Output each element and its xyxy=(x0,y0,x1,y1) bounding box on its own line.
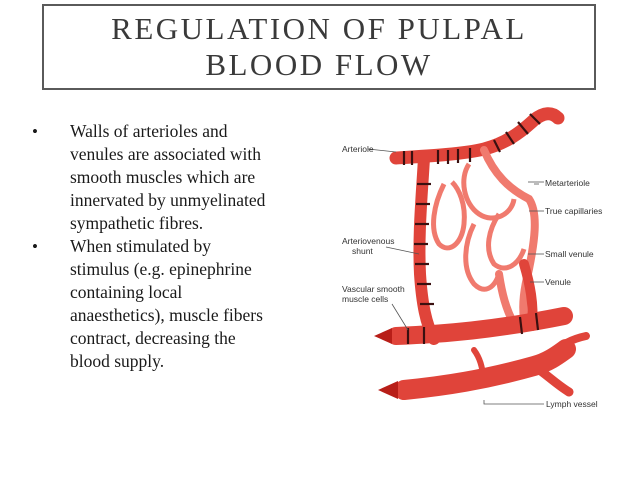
capillary-loop-4 xyxy=(463,222,502,292)
bullet-1-line-5: sympathetic fibres. xyxy=(70,213,204,233)
bullet-icon: • xyxy=(32,237,38,256)
metarteriole-vessel xyxy=(480,146,539,323)
slide-title-line-1: REGULATION OF PULPAL xyxy=(111,11,527,46)
lymph-vessel xyxy=(394,339,576,400)
lymph-branch-2 xyxy=(545,332,590,360)
label-metarteriole: Metarteriole xyxy=(545,178,590,188)
collecting-venule xyxy=(387,307,573,345)
slide-title-line-2: BLOOD FLOW xyxy=(205,47,433,82)
bullet-1-line-4: innervated by unmyelinated xyxy=(70,190,266,210)
bullet-2-line-5: contract, decreasing the xyxy=(70,328,236,348)
bullet-1-line-1: Walls of arterioles and xyxy=(70,121,228,141)
label-venule: Venule xyxy=(545,277,571,287)
lymph-branch-3 xyxy=(471,347,487,383)
label-vsmc-1: Vascular smooth xyxy=(342,284,405,294)
bullet-2-line-1: When stimulated by xyxy=(70,236,211,256)
bullet-1-line-2: venules are associated with xyxy=(70,144,261,164)
bullet-2-line-6: blood supply. xyxy=(70,351,165,371)
bullet-list: • Walls of arterioles and venules are as… xyxy=(32,120,322,373)
label-arteriole: Arteriole xyxy=(342,144,374,154)
bullet-icon: • xyxy=(32,122,38,141)
bullet-2-line-3: containing local xyxy=(70,282,183,302)
bullet-item-2: • When stimulated by stimulus (e.g. epin… xyxy=(32,235,322,373)
bullet-2-line-4: anaesthetics), muscle fibers xyxy=(70,305,263,325)
label-lymph-vessel: Lymph vessel xyxy=(546,399,598,409)
label-true-capillaries: True capillaries xyxy=(545,206,602,216)
bullet-1-line-3: smooth muscles which are xyxy=(70,167,256,187)
label-lines xyxy=(367,148,544,405)
arteriole-branch xyxy=(413,152,440,345)
microcirculation-diagram: Arteriole Metarteriole True capillaries … xyxy=(334,104,608,430)
label-av-shunt-1: Arteriovenous xyxy=(342,236,394,246)
capillary-loop-2 xyxy=(461,162,517,221)
capillary-loop-1 xyxy=(431,180,467,251)
outflow-arrow-icon xyxy=(374,328,392,344)
slide-title: REGULATION OF PULPAL BLOOD FLOW xyxy=(42,4,596,90)
lymph-branch-1 xyxy=(529,361,574,397)
label-av-shunt-2: shunt xyxy=(352,246,373,256)
bullet-2-line-2: stimulus (e.g. epinephrine xyxy=(70,259,252,279)
smooth-muscle-bands xyxy=(402,113,541,344)
bullet-item-1: • Walls of arterioles and venules are as… xyxy=(32,120,322,235)
lymph-arrow-icon xyxy=(378,381,398,399)
label-vsmc-2: muscle cells xyxy=(342,294,388,304)
capillary-loop-3 xyxy=(486,212,527,271)
label-small-venule: Small venule xyxy=(545,249,594,259)
